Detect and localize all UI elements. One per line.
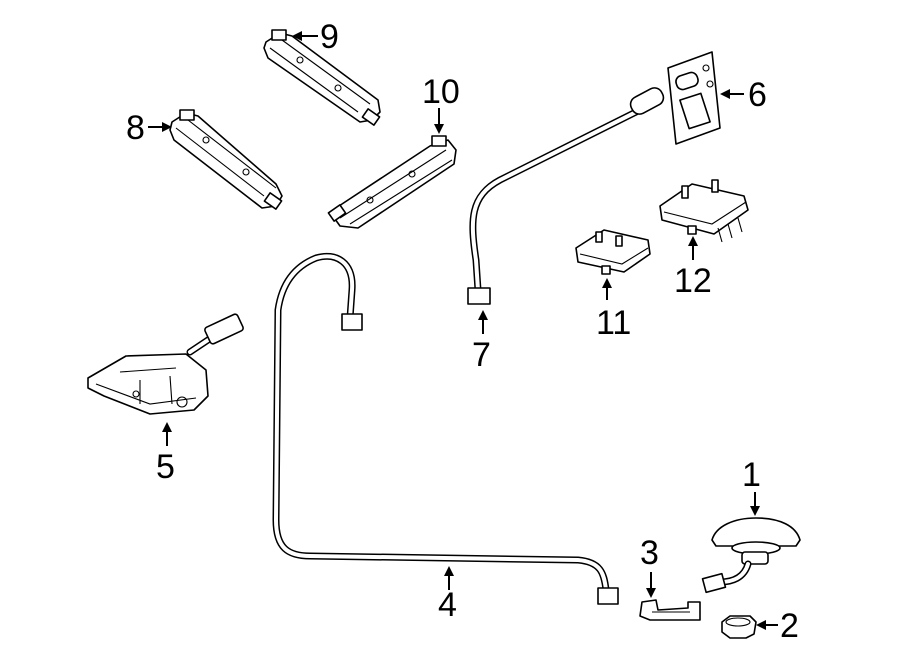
- callout-9-label: 9: [320, 18, 339, 56]
- callout-9: 9: [292, 18, 339, 56]
- callout-3: 3: [640, 534, 659, 598]
- callout-11-label: 11: [596, 304, 631, 342]
- part-2-nut: [721, 615, 757, 639]
- callout-2: 2: [756, 607, 799, 645]
- part-9-module: [263, 29, 381, 126]
- part-5-control-unit: [87, 313, 244, 415]
- callout-8-label: 8: [126, 109, 145, 147]
- callout-12: 12: [674, 236, 712, 300]
- callout-4-label: 4: [438, 586, 457, 624]
- callout-7-label: 7: [472, 336, 491, 374]
- part-11-bracket: [575, 229, 651, 275]
- callout-4: 4: [438, 566, 457, 624]
- callout-3-label: 3: [640, 534, 659, 572]
- part-7-cable: [467, 87, 665, 305]
- part-1-antenna: [701, 517, 801, 594]
- callout-1-label: 1: [742, 456, 761, 494]
- callout-7: 7: [472, 310, 491, 374]
- callout-1: 1: [742, 456, 761, 516]
- part-12-bracket: [659, 179, 749, 243]
- part-10-module: [327, 135, 457, 229]
- callout-11: 11: [596, 278, 631, 342]
- callout-12-label: 12: [674, 262, 712, 300]
- callout-10-label: 10: [422, 73, 460, 111]
- part-4-cable-harness: [272, 252, 619, 605]
- callout-5: 5: [156, 422, 175, 486]
- callout-5-label: 5: [156, 448, 175, 486]
- callout-2-label: 2: [780, 607, 799, 645]
- part-8-module: [169, 109, 283, 210]
- callout-10: 10: [422, 73, 460, 134]
- part-6-bracket: [667, 51, 721, 145]
- callout-6-label: 6: [748, 76, 767, 114]
- part-3-clip: [639, 599, 701, 621]
- callout-6: 6: [720, 76, 767, 114]
- callout-8: 8: [126, 109, 172, 147]
